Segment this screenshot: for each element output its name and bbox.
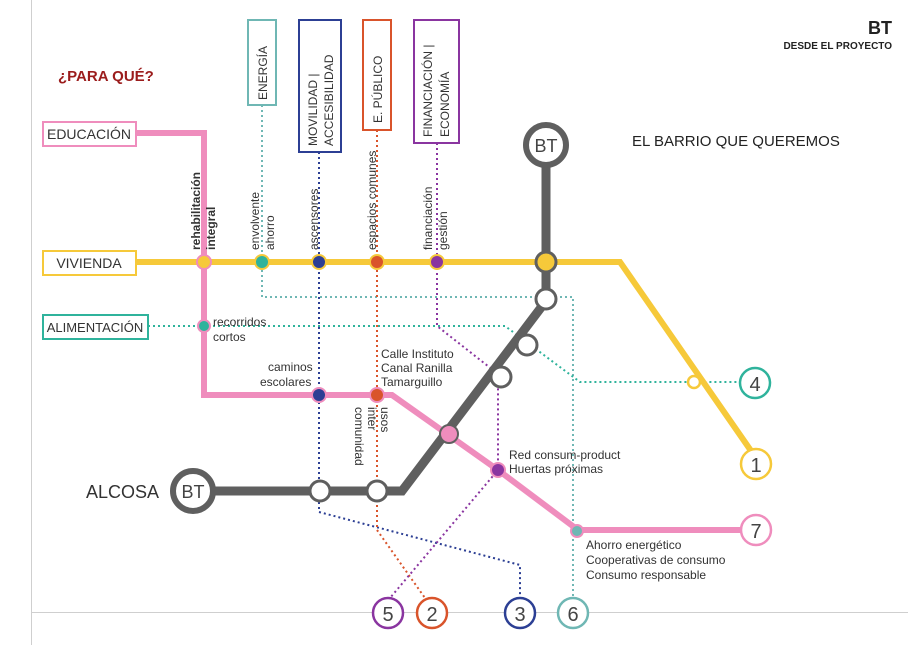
station-ascensores[interactable] [311,254,327,270]
station-envolvente[interactable] [254,254,270,270]
station-recorridos[interactable] [197,319,211,333]
terminal-6-text: 6 [567,604,578,626]
alcosa-label: ALCOSA [86,482,159,502]
movilidad-line [318,152,521,600]
bt-left-text: BT [181,482,204,502]
station-espacios[interactable] [369,254,385,270]
slogan-heading: EL BARRIO QUE QUEREMOS [632,133,840,150]
calle-note-1: Calle Instituto [381,347,454,361]
financiacion-label-1: FINANCIACIÓN | [420,45,435,137]
envolvente-label-2: ahorro [263,215,277,250]
station-ahorro[interactable] [570,524,584,538]
frame-bottom-line [31,612,908,613]
brand-subtitle: DESDE EL PROYECTO [783,41,892,52]
terminal-7-text: 7 [750,521,761,543]
ahorro-note-3: Consumo responsable [586,568,706,582]
rehab-label-1: rehabilitación [189,172,203,250]
espacio-line [376,130,426,599]
espacio-box[interactable]: E. PÚBLICO [362,19,392,131]
frame-left-line [31,0,32,645]
station-interchange-bt-vivienda[interactable] [534,250,558,274]
terminal-1-text: 1 [750,455,761,477]
educacion-label: EDUCACIÓN [47,126,131,142]
fin-label-2: gestión [436,211,450,250]
fin-label-1: financiación [421,187,435,250]
calle-note-2: Canal Ranilla [381,361,453,375]
terminal-3[interactable]: 3 [503,596,537,630]
station-caminos[interactable] [311,387,327,403]
terminal-6[interactable]: 6 [556,596,590,630]
station-calle[interactable] [369,387,385,403]
financiacion-label-2: ECONOMÍA [437,72,452,137]
recorridos-note-2: cortos [213,330,246,344]
terminal-2[interactable]: 2 [415,596,449,630]
bt-left-terminal[interactable]: BT [170,468,216,514]
station-financiacion[interactable] [429,254,445,270]
alimentacion-label: ALIMENTACIÓN [47,320,144,335]
terminal-4[interactable]: 4 [738,366,772,400]
movilidad-box[interactable]: MOVILIDAD | ACCESIBILIDAD [298,19,342,153]
terminal-2-text: 2 [426,604,437,626]
usos-label-2: inter [365,407,379,430]
red-note-1: Red consum-product [509,448,621,462]
vivienda-label: VIVIENDA [56,255,122,271]
energia-line [261,105,574,615]
station-rehabilitacion[interactable] [196,254,212,270]
terminal-3-text: 3 [514,604,525,626]
usos-label-1: usos [378,407,392,432]
alimentacion-box[interactable]: ALIMENTACIÓN [42,314,149,340]
energia-label: ENERGÍA [255,46,270,100]
terminal-4-text: 4 [749,374,760,396]
terminal-1[interactable]: 1 [739,447,773,481]
ahorro-note-2: Cooperativas de consumo [586,553,726,567]
station-cross-4[interactable] [686,374,702,390]
station-gray-3[interactable] [489,365,513,389]
station-gray-2[interactable] [515,333,539,357]
envolvente-label-1: envolvente [248,192,262,250]
ascensores-label: ascensores [307,189,321,250]
vivienda-box[interactable]: VIVIENDA [42,250,137,276]
movilidad-label-1: MOVILIDAD | [306,74,320,146]
bt-top-terminal[interactable]: BT [523,122,569,168]
brand-title: BT [868,18,892,38]
espacio-label: E. PÚBLICO [370,56,385,123]
recorridos-note-1: recorridos [213,315,266,329]
red-note-2: Huertas próximas [509,462,603,476]
usos-label-3: comunidad [352,407,366,466]
movilidad-label-2: ACCESIBILIDAD [322,54,336,146]
caminos-note-1: caminos [268,360,313,374]
bt-top-text: BT [534,136,557,156]
terminal-5-text: 5 [382,604,393,626]
station-gray-1[interactable] [534,287,558,311]
caminos-note-2: escolares [260,375,311,389]
espacios-label: espacios comunes [365,151,379,250]
alimentacion-line [148,325,740,383]
calle-note-3: Tamarguillo [381,375,443,389]
station-gray-5[interactable] [365,479,389,503]
terminal-5[interactable]: 5 [371,596,405,630]
vivienda-line [136,259,759,460]
station-red[interactable] [490,462,506,478]
ahorro-note-1: Ahorro energético [586,538,682,552]
station-interchange-pink-gray[interactable] [439,424,459,444]
question-heading: ¿PARA QUÉ? [58,68,154,85]
energia-box[interactable]: ENERGÍA [247,19,277,106]
terminal-7[interactable]: 7 [739,513,773,547]
rehab-label-2: integral [204,207,218,250]
financiacion-box[interactable]: FINANCIACIÓN | ECONOMÍA [413,19,460,144]
educacion-box[interactable]: EDUCACIÓN [42,121,137,147]
station-gray-4[interactable] [308,479,332,503]
bt-line [193,150,551,496]
